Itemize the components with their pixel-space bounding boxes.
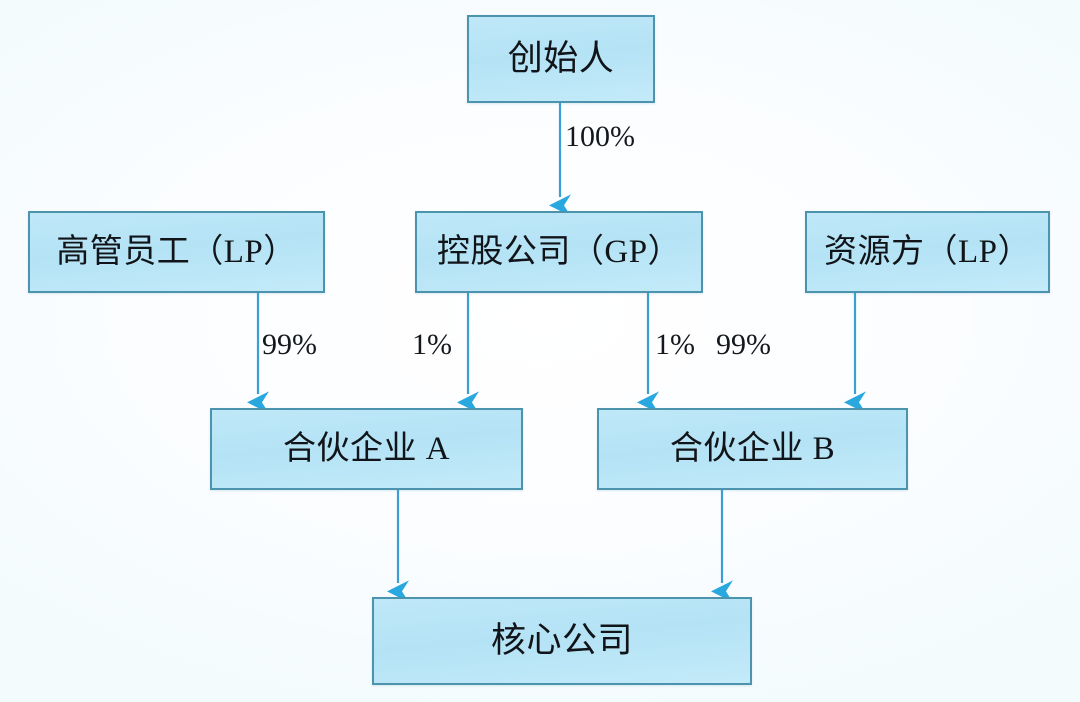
edge-label-holding-to-partnership-b: 1% — [655, 328, 695, 361]
edge-label-founder-to-holding: 100% — [565, 120, 635, 153]
node-core-company[interactable]: 核心公司 — [372, 597, 752, 685]
edge-label-exec-to-partnership-a: 99% — [262, 328, 317, 361]
node-partnership-b-label: 合伙企业 B — [669, 430, 836, 467]
edge-label-holding-to-partnership-a: 1% — [412, 328, 452, 361]
node-partnership-b[interactable]: 合伙企业 B — [597, 408, 908, 490]
node-executive-employees-lp[interactable]: 高管员工（LP） — [28, 211, 325, 293]
node-holding-company-gp[interactable]: 控股公司（GP） — [415, 211, 703, 293]
node-resource-partner-lp[interactable]: 资源方（LP） — [805, 211, 1050, 293]
node-founder-label: 创始人 — [507, 38, 615, 78]
node-holding-company-gp-label: 控股公司（GP） — [436, 233, 682, 270]
node-executive-employees-lp-label: 高管员工（LP） — [56, 233, 297, 270]
node-partnership-a[interactable]: 合伙企业 A — [210, 408, 523, 490]
node-founder[interactable]: 创始人 — [467, 15, 655, 103]
node-core-company-label: 核心公司 — [490, 620, 633, 660]
node-resource-partner-lp-label: 资源方（LP） — [823, 233, 1031, 270]
edge-label-resource-to-partnership-b: 99% — [716, 328, 771, 361]
node-partnership-a-label: 合伙企业 A — [282, 430, 451, 467]
